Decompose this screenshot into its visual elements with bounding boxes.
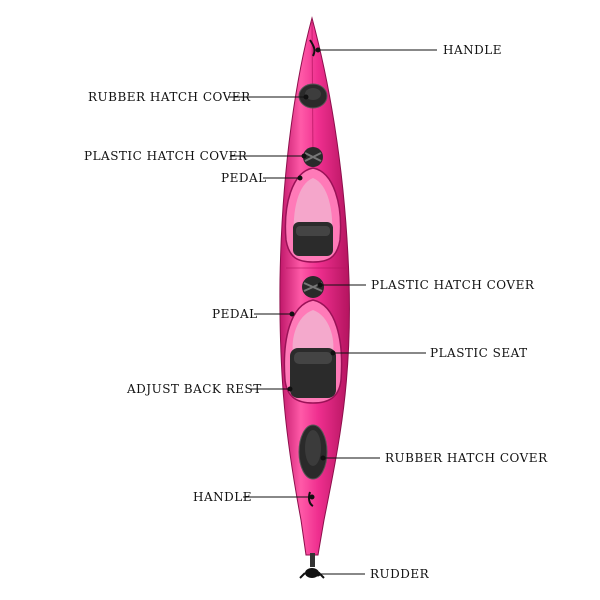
label-plastic-hatch-cover-front: PLASTIC HATCH COVER — [84, 149, 248, 163]
stern-handle — [308, 491, 314, 507]
rear-rubber-hatch — [298, 424, 328, 480]
label-pedal-front: PEDAL — [221, 171, 267, 185]
rudder — [299, 553, 325, 579]
front-plastic-hatch — [303, 147, 323, 167]
label-handle-bottom: HANDLE — [193, 490, 252, 504]
label-handle-top: HANDLE — [443, 43, 502, 57]
label-rubber-hatch-cover-rear: RUBBER HATCH COVER — [385, 451, 548, 465]
leader-lines — [228, 47, 437, 577]
rear-cockpit — [283, 299, 343, 404]
label-plastic-seat: PLASTIC SEAT — [430, 346, 528, 360]
label-plastic-hatch-cover-mid: PLASTIC HATCH COVER — [371, 278, 535, 292]
label-rubber-hatch-cover-top: RUBBER HATCH COVER — [88, 90, 251, 104]
bow-handle — [309, 39, 316, 57]
label-rudder: RUDDER — [370, 567, 430, 581]
front-cockpit — [284, 167, 342, 263]
label-pedal-rear: PEDAL — [212, 307, 258, 321]
label-adjust-back-rest: ADJUST BACK REST — [127, 382, 262, 396]
